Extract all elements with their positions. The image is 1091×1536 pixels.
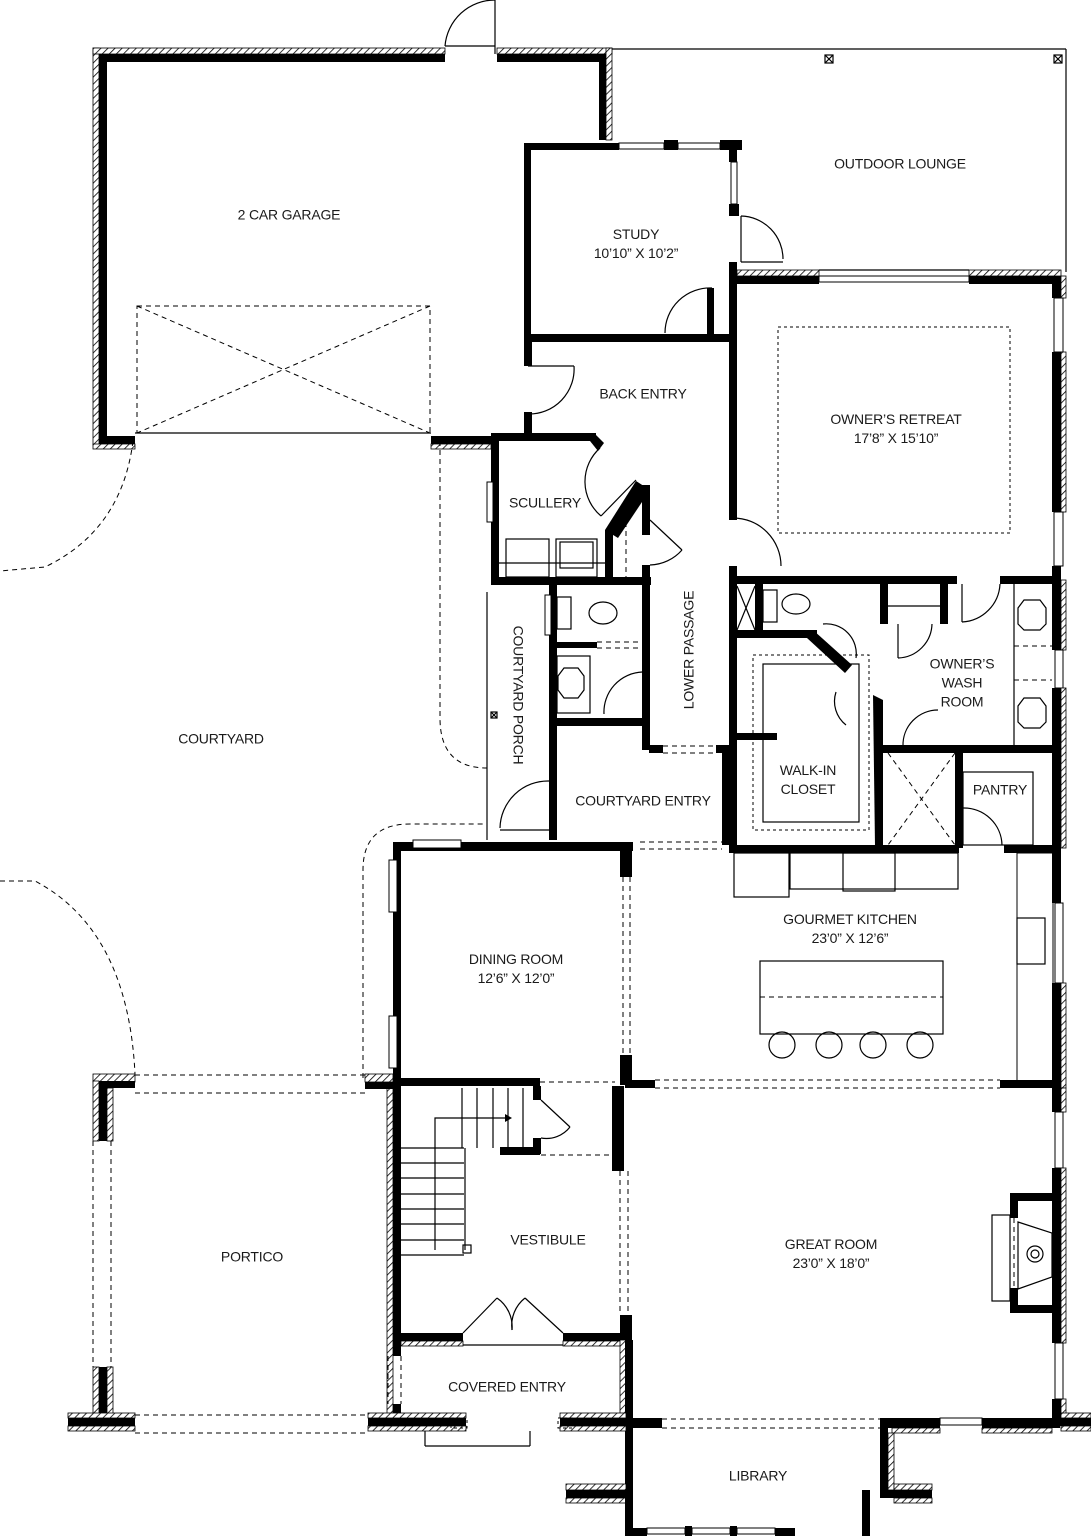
- owners-wash-walls: [729, 576, 1067, 853]
- room-label-library: LIBRARY: [728, 1467, 788, 1484]
- room-label-courtyard-porch: COURTYARD PORCH: [510, 625, 527, 765]
- room-label-vestibule: VESTIBULE: [510, 1231, 586, 1248]
- courtyard-porch-outline: [486, 592, 730, 850]
- room-label-outdoor-lounge: OUTDOOR LOUNGE: [834, 155, 966, 172]
- room-label-scullery: SCULLERY: [508, 494, 582, 511]
- owners-retreat-walls: [729, 269, 1067, 580]
- covered-entry-walls: [367, 1339, 633, 1535]
- dining-walls: [362, 823, 633, 1087]
- room-label-garage: 2 CAR GARAGE: [237, 206, 341, 223]
- vestibule-walls: [386, 1085, 632, 1417]
- back-entry-walls: [491, 342, 604, 451]
- library-walls: [565, 1428, 933, 1536]
- room-dimensions-owners-retreat: 17’8” X 15’10”: [853, 430, 939, 446]
- room-label-back-entry: BACK ENTRY: [599, 385, 687, 402]
- room-label-courtyard-entry: COURTYARD ENTRY: [575, 792, 711, 809]
- outdoor-lounge-outline: [612, 48, 1067, 272]
- courtyard-outline: [0, 440, 488, 769]
- scullery-walls: [486, 433, 683, 750]
- room-label-pantry: PANTRY: [972, 781, 1028, 798]
- room-label-covered-entry: COVERED ENTRY: [448, 1378, 566, 1395]
- room-label-study: STUDY 10’10” X 10’2”: [593, 226, 679, 261]
- room-label-walk-in-closet: WALK-IN CLOSET: [779, 762, 837, 797]
- garage-walls: [92, 0, 613, 450]
- room-dimensions-study: 10’10” X 10’2”: [593, 245, 679, 261]
- kitchen-fixtures: [620, 845, 1067, 1089]
- powder-room: [544, 585, 730, 825]
- room-label-owners-wash-room: OWNER’S WASH ROOM: [929, 655, 995, 710]
- room-label-great-room: GREAT ROOM 23’0” X 18’0”: [784, 1236, 878, 1271]
- room-label-lower-passage: LOWER PASSAGE: [680, 590, 697, 710]
- room-dimensions-great-room: 23’0” X 18’0”: [792, 1255, 870, 1271]
- room-label-portico: PORTICO: [220, 1248, 284, 1265]
- room-label-owners-retreat: OWNER’S RETREAT 17’8” X 15’10”: [830, 411, 962, 446]
- room-label-gourmet-kitchen: GOURMET KITCHEN 23’0” X 12’6”: [783, 911, 917, 946]
- room-label-dining-room: DINING ROOM 12’6” X 12’0”: [468, 951, 564, 986]
- portico-outline: [0, 880, 394, 1434]
- room-dimensions-gourmet-kitchen: 23’0” X 12’6”: [811, 930, 889, 946]
- room-dimensions-dining-room: 12’6” X 12’0”: [477, 970, 555, 986]
- great-room-walls: [632, 1087, 1091, 1434]
- room-label-courtyard: COURTYARD: [178, 730, 264, 747]
